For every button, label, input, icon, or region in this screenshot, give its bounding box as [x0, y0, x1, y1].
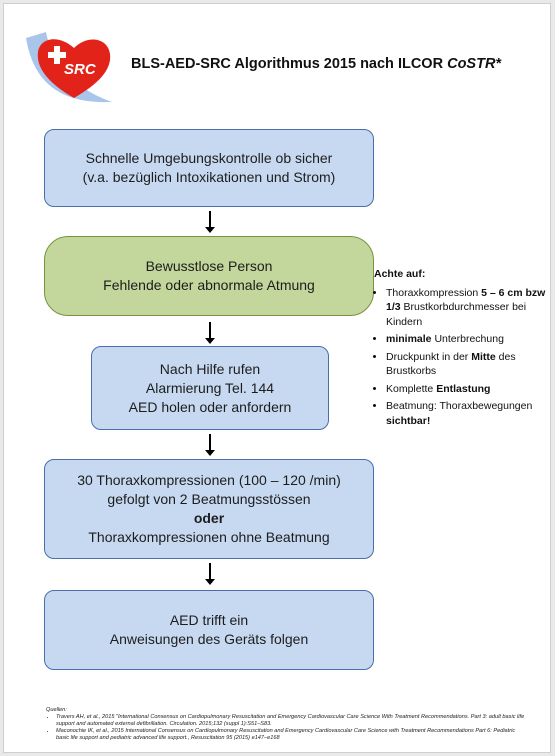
- step1-line2: (v.a. bezüglich Intoxikationen und Strom…: [82, 169, 336, 185]
- logo-text: SRC: [64, 61, 97, 78]
- step3-line1: Nach Hilfe rufen: [159, 360, 261, 377]
- sources-list: Travers AH, et al., 2015 "International …: [46, 714, 526, 742]
- step4-line4: Thoraxkompressionen ohne Beatmung: [88, 529, 330, 545]
- title-costr: CoSTR*: [447, 56, 502, 72]
- step5-line2: Anweisungen des Geräts folgen: [109, 631, 309, 647]
- step1-line1: Schnelle Umgebungskontrolle ob sicher: [85, 150, 333, 166]
- step4-line2: gefolgt von 2 Beatmungsstössen: [107, 491, 311, 507]
- document-page: SRC BLS-AED-SRC Algorithmus 2015 nach IL…: [3, 3, 551, 753]
- arrow-down-icon: [205, 434, 215, 456]
- src-logo: SRC: [26, 32, 112, 103]
- step4-line1: 30 Thoraxkompressionen (100 – 120 /min): [77, 472, 341, 488]
- step3-line3: AED holen oder anfordern: [128, 398, 292, 415]
- sources: Quellen: Travers AH, et al., 2015 "Inter…: [46, 707, 526, 742]
- step2-line1: Bewusstlose Person: [145, 258, 273, 274]
- step5-line1: AED trifft ein: [169, 612, 249, 628]
- step3-line2: Alarmierung Tel. 144: [145, 379, 275, 396]
- step2-line2: Fehlende oder abnormale Atmung: [103, 277, 315, 293]
- notes-item: Komplette Entlastung: [386, 382, 554, 397]
- step4-or: oder: [193, 510, 225, 526]
- notes-heading: Achte auf:: [374, 268, 426, 280]
- notes-list: Thoraxkompression 5 – 6 cm bzw 1/3 Brust…: [374, 286, 554, 429]
- title-text: BLS-AED-SRC Algorithmus 2015 nach ILCOR: [131, 56, 444, 72]
- source-item: Maconochie IK, et al., 2015 Internationa…: [56, 728, 526, 742]
- step-call-for-help: Nach Hilfe rufen Alarmierung Tel. 144 AE…: [91, 346, 329, 430]
- source-item: Travers AH, et al., 2015 "International …: [56, 714, 526, 728]
- arrow-down-icon: [205, 211, 215, 233]
- step-aed-arrives: AED trifft ein Anweisungen des Geräts fo…: [44, 590, 374, 670]
- notes-item: Thoraxkompression 5 – 6 cm bzw 1/3 Brust…: [386, 286, 554, 330]
- logo-cross-icon: [48, 46, 66, 64]
- arrow-down-icon: [205, 322, 215, 344]
- notes-item: Beatmung: Thoraxbewegungen sichtbar!: [386, 399, 554, 428]
- page-title: BLS-AED-SRC Algorithmus 2015 nach ILCOR …: [131, 56, 501, 72]
- notes-item: Druckpunkt in der Mitte des Brustkorbs: [386, 350, 554, 379]
- arrow-down-icon: [205, 563, 215, 585]
- sources-label: Quellen:: [46, 707, 67, 713]
- step-chest-compressions: 30 Thoraxkompressionen (100 – 120 /min) …: [44, 459, 374, 559]
- step-environment-check: Schnelle Umgebungskontrolle ob sicher (v…: [44, 129, 374, 207]
- step-unconscious-person: Bewusstlose Person Fehlende oder abnorma…: [44, 236, 374, 316]
- notes-panel: Achte auf: Thoraxkompression 5 – 6 cm bz…: [374, 267, 554, 431]
- notes-item: minimale Unterbrechung: [386, 332, 554, 347]
